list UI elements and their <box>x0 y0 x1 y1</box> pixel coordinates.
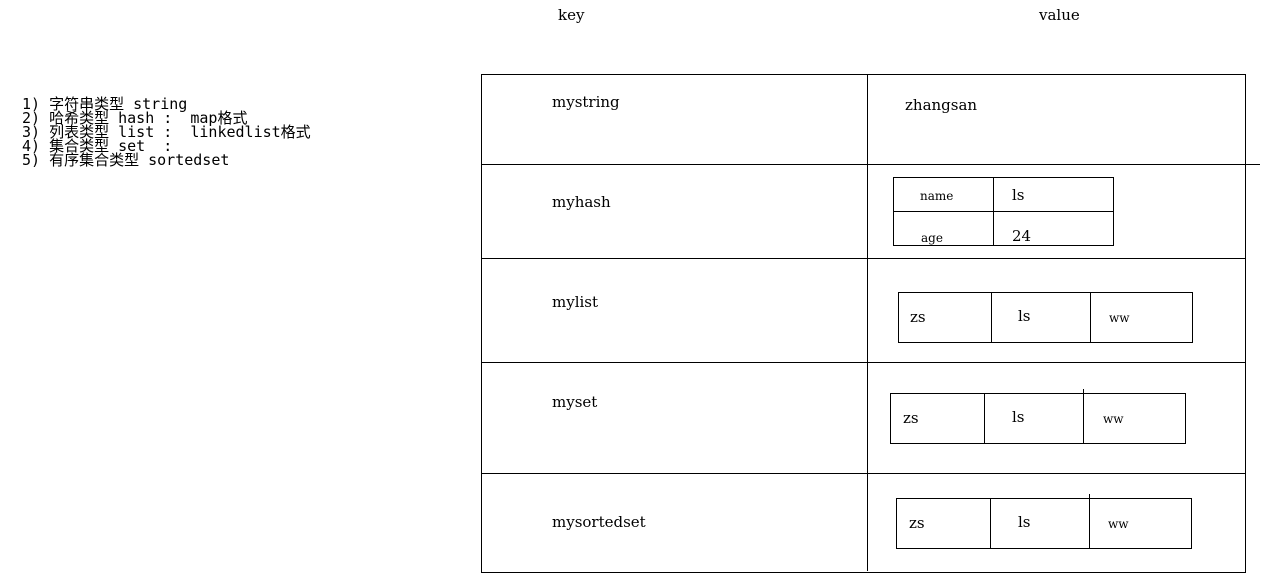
list-item: zs <box>910 308 926 326</box>
value-string: zhangsan <box>905 96 978 114</box>
list-item-divider <box>1090 292 1091 343</box>
set-box-frame <box>890 393 1186 444</box>
set-item-divider <box>1083 389 1084 444</box>
list-box-frame <box>898 292 1193 343</box>
list-item-divider <box>991 292 992 343</box>
table-column-divider <box>867 74 868 571</box>
data-type-item-sortedset: 5) 有序集合类型 sortedset <box>22 151 230 169</box>
hash-field: name <box>920 189 954 203</box>
key-myhash: myhash <box>552 193 611 211</box>
data-type-item-set: 4) 集合类型 set : <box>22 137 173 155</box>
table-row-divider <box>481 258 1246 259</box>
sortedset-item-divider <box>990 498 991 549</box>
table-border-bottom <box>481 572 1246 573</box>
sortedset-item-divider <box>1089 494 1090 549</box>
value-column-header: value <box>1039 6 1080 24</box>
table-border-left <box>481 74 482 573</box>
hash-field: age <box>921 231 943 245</box>
table-row-divider <box>481 473 1246 474</box>
data-type-item-string: 1) 字符串类型 string <box>22 95 188 113</box>
key-mystring: mystring <box>552 93 620 111</box>
list-item: ww <box>1109 311 1130 325</box>
data-type-item-list: 3) 列表类型 list : linkedlist格式 <box>22 123 311 141</box>
sortedset-box-frame <box>896 498 1192 549</box>
table-row-divider <box>481 164 1260 165</box>
list-item: ls <box>1018 307 1031 325</box>
key-mylist: mylist <box>552 293 599 311</box>
table-border-right <box>1245 74 1246 573</box>
set-item: zs <box>903 409 919 427</box>
key-mysortedset: mysortedset <box>552 513 646 531</box>
sortedset-item: zs <box>909 514 925 532</box>
hash-column-divider <box>993 177 994 246</box>
hash-row-divider <box>893 211 1114 212</box>
sortedset-item: ww <box>1108 517 1129 531</box>
data-type-list: 1) 字符串类型 string 2) 哈希类型 hash : map格式 3) … <box>22 95 311 169</box>
set-item-divider <box>984 393 985 444</box>
set-item: ww <box>1103 412 1124 426</box>
hash-value: 24 <box>1012 227 1032 245</box>
sortedset-item: ls <box>1018 513 1031 531</box>
key-column-header: key <box>558 6 585 24</box>
table-border-top <box>481 74 1246 75</box>
set-item: ls <box>1012 408 1025 426</box>
data-type-item-hash: 2) 哈希类型 hash : map格式 <box>22 109 248 127</box>
key-myset: myset <box>552 393 598 411</box>
hash-value: ls <box>1012 186 1025 204</box>
table-row-divider <box>481 362 1246 363</box>
